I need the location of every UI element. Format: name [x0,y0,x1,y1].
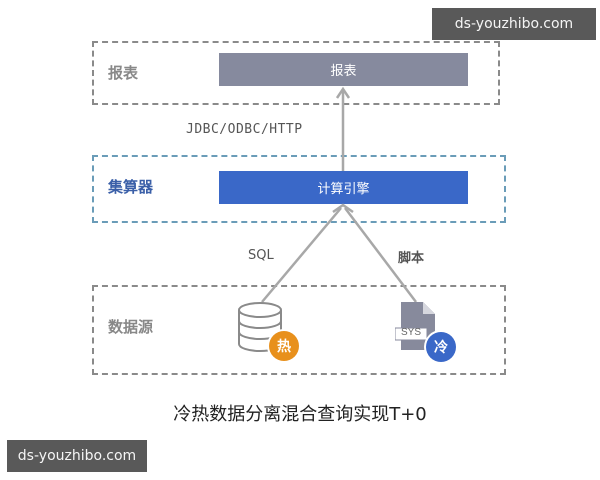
datasource-layer [92,285,506,375]
report-layer-label: 报表 [108,64,139,82]
watermark-bottom-left: ds-youzhibo.com [7,440,147,472]
compute-engine-box: 计算引擎 [219,171,468,204]
report-link-label: JDBC/ODBC/HTTP [186,122,303,137]
diagram-caption: 冷热数据分离混合查询实现T+0 [173,404,427,425]
file-tag: SYS [400,327,421,338]
file-icon [395,302,435,350]
datasource-layer-label: 数据源 [108,318,154,336]
report-box: 报表 [219,53,468,86]
cold-badge: 冷 [426,332,456,362]
report-layer [92,41,500,105]
watermark-top-right: ds-youzhibo.com [432,8,596,40]
compute-layer [92,155,506,223]
hot-badge: 热 [269,331,299,361]
script-link-label: 脚本 [398,251,425,266]
sql-link-label: SQL [248,248,274,263]
compute-layer-label: 集算器 [108,178,154,196]
